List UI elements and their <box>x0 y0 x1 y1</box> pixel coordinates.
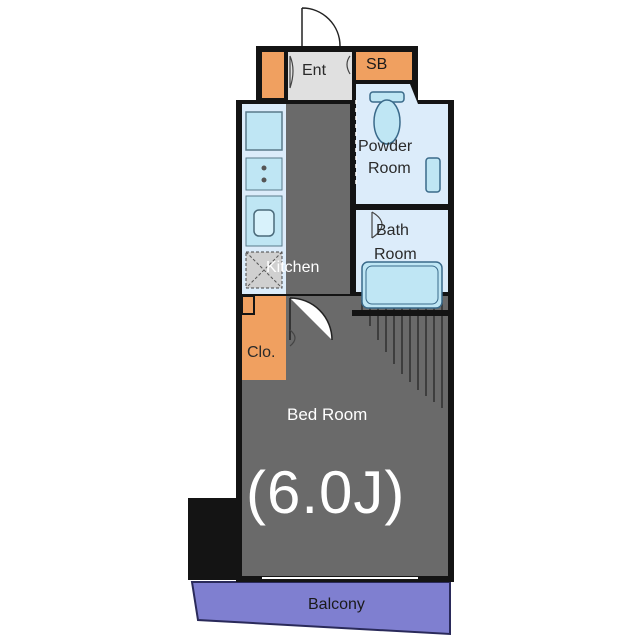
entrance-floor <box>288 52 352 100</box>
label-bedroom-size: (6.0J) <box>246 459 406 526</box>
exterior-wall-block <box>188 498 240 580</box>
bedroom-door-swing <box>289 297 333 341</box>
label-powder-room-line1: Powder <box>358 138 413 155</box>
shoe-box <box>356 52 412 80</box>
entry-storage <box>262 52 284 98</box>
label-closet: Clo. <box>247 344 276 361</box>
toilet-bowl <box>373 99 401 145</box>
entrance-door-left <box>289 55 294 89</box>
label-balcony: Balcony <box>308 596 365 613</box>
label-kitchen: Kitchen <box>266 259 320 276</box>
burner-front <box>261 165 267 171</box>
label-entrance: Ent <box>302 62 327 79</box>
kitchen-floor <box>286 104 350 294</box>
bath-door-swing <box>371 211 383 239</box>
entrance-door-right <box>346 55 351 75</box>
stove <box>245 157 283 191</box>
front-door-swing <box>301 7 341 47</box>
closet-small <box>241 295 255 315</box>
washer-cross-b <box>245 251 283 289</box>
bath-wall-bottom <box>352 310 452 316</box>
wash-basin <box>425 157 441 193</box>
label-shoe-box: SB <box>366 56 388 73</box>
label-bath-line1: Bath <box>376 222 409 239</box>
fridge <box>245 111 283 151</box>
burner-back <box>261 177 267 183</box>
bathtub-inner <box>365 265 439 305</box>
label-bedroom: Bed Room <box>287 405 368 424</box>
closet-door <box>289 329 296 347</box>
sink-basin <box>253 209 275 237</box>
label-powder-room-line2: Room <box>368 160 411 177</box>
label-bath-line2: Room <box>374 246 417 263</box>
